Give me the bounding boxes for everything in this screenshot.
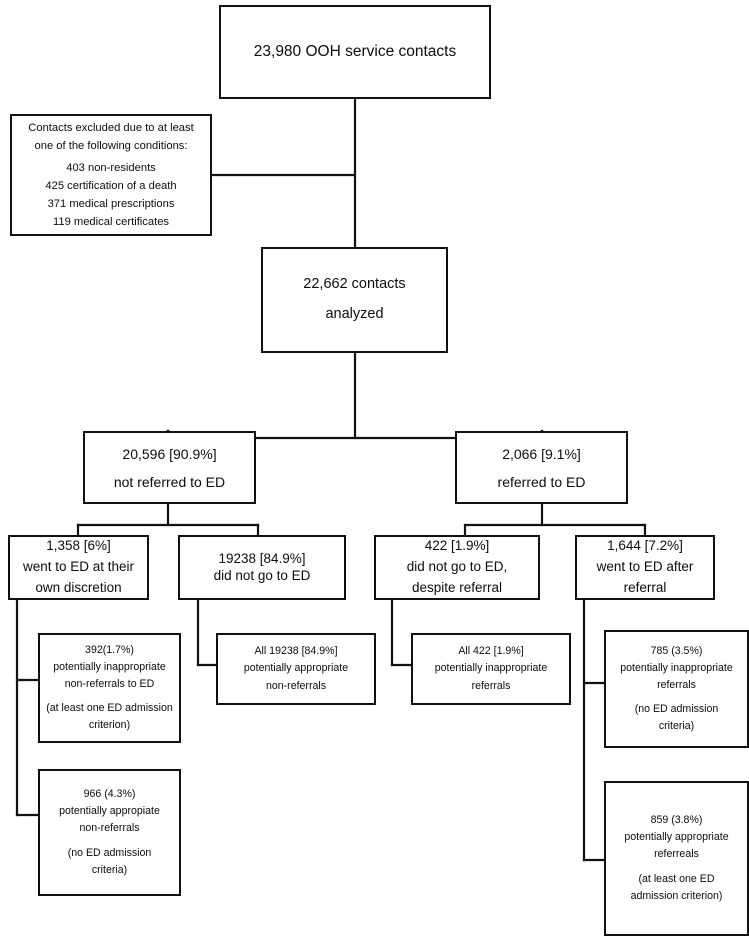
node-did-not-go-to-ed: 19238 [84.9%] did not go to ED <box>178 535 346 600</box>
node-line: 392(1.7%) <box>85 643 134 656</box>
node-line: 785 (3.5%) <box>650 644 703 657</box>
node-all-422-inappropriate-referrals: All 422 [1.9%] potentially inappropriate… <box>411 633 571 705</box>
node-line: did not go to ED <box>213 567 311 583</box>
node-excluded-contacts: Contacts excluded due to at least one of… <box>10 114 212 236</box>
node-line: 966 (4.3%) <box>83 788 136 801</box>
node-line: 371 medical prescriptions <box>47 198 175 211</box>
node-line: (no ED admission <box>634 703 719 716</box>
node-line: criteria) <box>658 720 695 733</box>
node-line: non-referrals <box>265 679 327 692</box>
node-line: referral <box>623 579 667 595</box>
node-line: All 422 [1.9%] <box>458 645 524 658</box>
node-line: 1,358 [6%] <box>46 538 111 554</box>
node-contacts-analyzed: 22,662 contacts analyzed <box>261 247 448 353</box>
node-line: referrals <box>657 678 696 691</box>
node-line: went to ED after <box>596 559 694 575</box>
node-line: potentially appropiate <box>59 805 160 818</box>
node-line: (at least one ED <box>638 872 715 885</box>
node-line: analyzed <box>325 306 384 322</box>
node-line: criterion) <box>88 719 131 732</box>
node-line: potentially inappropriate <box>434 662 548 675</box>
node-line: referrals <box>471 679 511 692</box>
node-line: 22,662 contacts <box>303 276 406 293</box>
node-did-not-go-despite-referral: 422 [1.9%] did not go to ED, despite ref… <box>374 535 540 600</box>
node-966-appropriate-non-referrals: 966 (4.3%) potentially appropiate non-re… <box>38 769 181 896</box>
node-line: 422 [1.9%] <box>424 538 490 554</box>
node-line: potentially inappropriate <box>620 661 733 674</box>
node-line: referreals <box>654 848 699 861</box>
node-line: 859 (3.8%) <box>650 814 703 827</box>
node-line: 425 certification of a death <box>45 180 177 192</box>
node-line: 2,066 [9.1%] <box>502 445 581 462</box>
node-all-19238-appropriate-non-referrals: All 19238 [84.9%] potentially appropriat… <box>216 633 376 705</box>
node-line: 1,644 [7.2%] <box>607 538 683 554</box>
node-line: non-referrals to ED <box>64 677 155 690</box>
node-line: 23,980 OOH service contacts <box>253 42 457 60</box>
node-line: despite referral <box>411 579 503 595</box>
node-line: 20,596 [90.9%] <box>122 445 217 462</box>
node-total-contacts: 23,980 OOH service contacts <box>219 5 491 99</box>
node-line: one of the following conditions: <box>34 139 188 152</box>
node-referred-to-ed: 2,066 [9.1%] referred to ED <box>455 431 628 504</box>
node-line: Contacts excluded due to at least <box>28 121 194 134</box>
node-line: potentially appropriate <box>624 831 729 844</box>
node-line: 119 medical certificates <box>52 216 170 229</box>
node-859-appropriate-referrals: 859 (3.8%) potentially appropriate refer… <box>604 781 749 936</box>
node-went-to-ed-after-referral: 1,644 [7.2%] went to ED after referral <box>575 535 715 600</box>
node-line: 403 non-residents <box>66 161 156 174</box>
node-line: potentially appropriate <box>243 662 349 675</box>
node-line: referred to ED <box>497 473 586 490</box>
node-line: potentially inappropriate <box>53 660 166 673</box>
node-line: All 19238 [84.9%] <box>254 645 338 658</box>
node-line: (at least one ED admission <box>46 702 173 715</box>
node-line: not referred to ED <box>113 473 226 490</box>
node-line: did not go to ED, <box>406 559 508 575</box>
node-785-inappropriate-referrals: 785 (3.5%) potentially inappropriate ref… <box>604 630 749 748</box>
node-line: (no ED admission <box>67 846 152 859</box>
node-392-inappropriate-non-referrals: 392(1.7%) potentially inappropriate non-… <box>38 633 181 743</box>
node-line: went to ED at their <box>22 559 135 575</box>
node-line: criteria) <box>91 863 128 876</box>
node-line: 19238 [84.9%] <box>218 550 306 566</box>
node-line: own discretion <box>35 579 122 595</box>
node-line: admission criterion) <box>630 889 723 902</box>
node-line: non-referrals <box>79 822 140 835</box>
node-not-referred-to-ed: 20,596 [90.9%] not referred to ED <box>83 431 256 504</box>
node-went-to-ed-own-discretion: 1,358 [6%] went to ED at their own discr… <box>8 535 149 600</box>
